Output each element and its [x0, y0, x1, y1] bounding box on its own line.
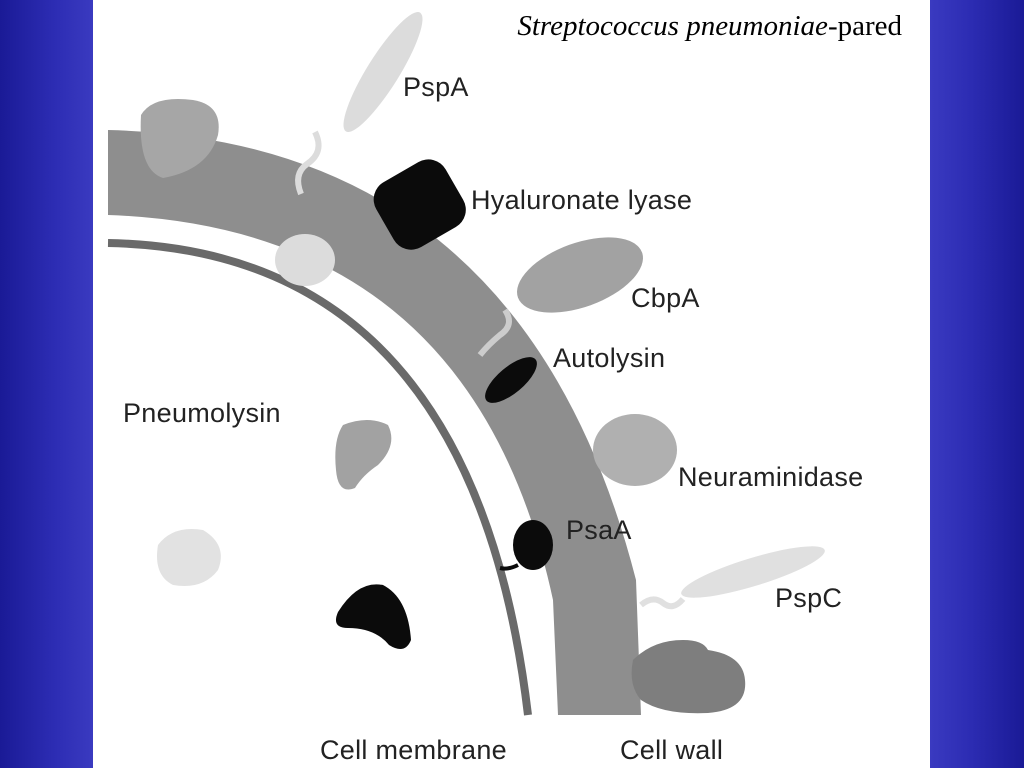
free-protein-light: [157, 529, 221, 586]
autolysin-protein: [485, 357, 537, 403]
bacterial-surface-diagram: [107, 12, 825, 716]
pspa-protein: [295, 12, 423, 196]
label-hyaluronate-lyase: Hyaluronate lyase: [471, 185, 693, 215]
label-psaa: PsaA: [566, 515, 632, 545]
membrane-protein-light: [275, 234, 335, 286]
neuraminidase-protein: [593, 414, 677, 486]
label-neuraminidase: Neuraminidase: [678, 462, 864, 492]
label-autolysin: Autolysin: [553, 343, 666, 373]
slide-panel: Streptococcus pneumoniae-pared PspA Hyal…: [93, 0, 930, 768]
slide-title: Streptococcus pneumoniae-pared: [517, 10, 902, 43]
cell-membrane-line: [107, 239, 532, 716]
psaa-protein: [499, 520, 553, 571]
cell-wall-band: [108, 130, 641, 715]
title-species: Streptococcus pneumoniae: [517, 10, 828, 42]
label-pspc: PspC: [775, 583, 843, 613]
pneumolysin-protein: [335, 420, 392, 490]
cbpa-protein: [477, 237, 643, 357]
label-cell-wall: Cell wall: [620, 735, 724, 765]
title-suffix: -pared: [827, 10, 902, 42]
label-cell-membrane: Cell membrane: [320, 735, 507, 765]
label-cbpa: CbpA: [631, 283, 700, 313]
pspc-protein: [639, 546, 825, 610]
left-frame-bar: [0, 0, 93, 768]
surface-protein-blob-bottom: [631, 640, 746, 714]
label-pspa: PspA: [403, 72, 469, 102]
right-frame-bar: [930, 0, 1024, 768]
label-pneumolysin: Pneumolysin: [123, 398, 281, 428]
hyaluronate-lyase-protein: [373, 159, 466, 250]
free-protein-dark: [335, 584, 411, 649]
surface-protein-blob-top: [140, 99, 219, 178]
